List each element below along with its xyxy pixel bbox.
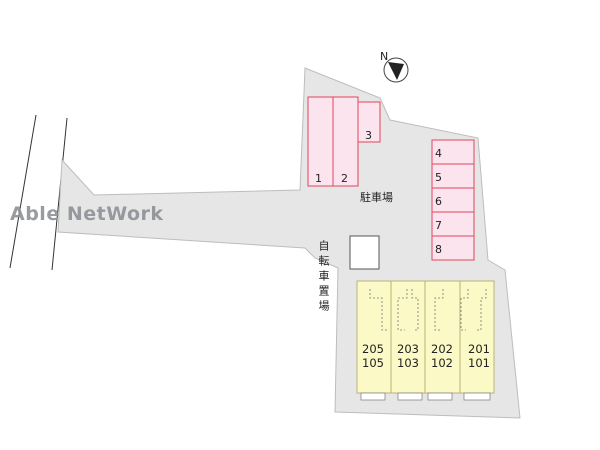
unit-lower-103: 103	[397, 356, 419, 370]
parking-label-7: 7	[435, 219, 442, 232]
parking-area-label: 駐車場	[360, 190, 393, 204]
apartment-building: 205 105 203 103 202 102 201 101	[356, 280, 495, 401]
bicycle-parking-label: 自転車置場	[317, 240, 330, 315]
parking-top-group: 1 2 3	[307, 96, 381, 187]
unit-upper-203: 203	[397, 342, 419, 356]
parking-space-5	[431, 163, 475, 189]
unit-upper-202: 202	[431, 342, 453, 356]
parking-space-6	[431, 187, 475, 213]
parking-space-7	[431, 211, 475, 237]
parking-label-5: 5	[435, 171, 442, 184]
watermark: Able NetWork	[10, 203, 164, 225]
compass-north-label: N	[380, 50, 388, 63]
unit-upper-205: 205	[362, 342, 384, 356]
unit-lower-102: 102	[431, 356, 453, 370]
parking-space-8	[431, 235, 475, 261]
bicycle-parking-box	[349, 235, 380, 270]
unit-lower-105: 105	[362, 356, 384, 370]
parking-label-4: 4	[435, 147, 442, 160]
north-compass: N	[380, 50, 409, 83]
parking-space-2	[332, 96, 359, 187]
parking-label-3: 3	[365, 129, 372, 142]
parking-label-8: 8	[435, 243, 442, 256]
parking-space-3	[357, 101, 381, 143]
road-line-left	[9, 114, 37, 269]
unit-upper-201: 201	[468, 342, 490, 356]
parking-label-2: 2	[341, 172, 348, 185]
unit-lower-101: 101	[468, 356, 490, 370]
road-line-right	[51, 117, 68, 271]
parking-right-group: 4 5 6 7 8	[431, 139, 475, 261]
parking-space-1	[307, 96, 334, 187]
parking-label-6: 6	[435, 195, 442, 208]
parking-label-1: 1	[315, 172, 322, 185]
parking-space-4	[431, 139, 475, 165]
